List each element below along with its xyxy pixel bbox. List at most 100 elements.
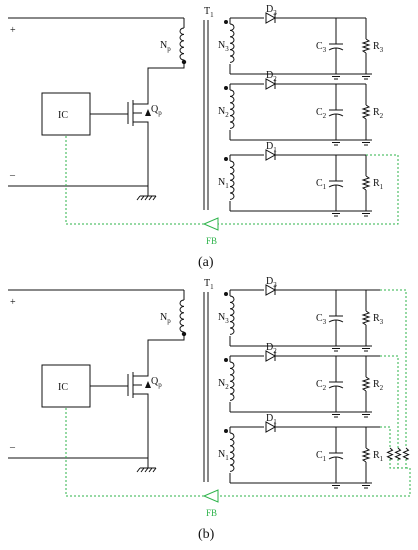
- capacitor-label-3: C3: [316, 313, 327, 326]
- feedback-to-ic-wire: [65, 135, 204, 225]
- capacitor-label-1: C1: [316, 450, 327, 463]
- mosfet-drain: [133, 95, 149, 105]
- secondary-winding-3: [229, 295, 235, 335]
- sense-resistor-zigzag: [402, 447, 410, 460]
- mosfet-arrow: [145, 381, 151, 388]
- resistor-label-1-main: R: [373, 450, 380, 461]
- transformer-label-subscript: 1: [210, 283, 214, 291]
- diode-triangle: [265, 149, 277, 161]
- input-minus-label-main: –: [9, 442, 16, 453]
- diode-triangle: [265, 12, 277, 24]
- diode-label-3-subscript: 3: [273, 281, 277, 289]
- capacitor-ground: [330, 411, 342, 418]
- res-zigzag: [361, 376, 371, 392]
- resistor-label-3: R3: [373, 41, 384, 54]
- capacitor-label-3: C3: [316, 41, 327, 54]
- capacitor-label-3-subscript: 3: [323, 46, 327, 54]
- primary-winding-label-subscript: p: [167, 45, 171, 53]
- diode-label-1-subscript: 1: [273, 146, 277, 154]
- capacitor-label-2-subscript: 2: [323, 384, 327, 392]
- diode-triangle: [265, 350, 277, 362]
- diode-label-1: D1: [266, 413, 277, 426]
- input-plus-label: +: [10, 25, 16, 36]
- switch-mosfet: [127, 95, 151, 140]
- ic-label-main: IC: [58, 110, 68, 121]
- resistor-label-3-main: R: [373, 41, 380, 52]
- capacitor-label-3-main: C: [316, 313, 323, 324]
- secondary-winding-3: [229, 23, 235, 63]
- winding-label-3-main: N: [218, 40, 225, 51]
- winding-label-2-main: N: [218, 106, 225, 117]
- primary-winding-label-main: N: [160, 312, 167, 323]
- feedback-dashed-wire: [218, 467, 411, 497]
- switch-label-subscript: p: [158, 109, 162, 117]
- sense-resistor: [402, 447, 410, 460]
- winding-label-3-main: N: [218, 312, 225, 323]
- panel-caption: (a): [198, 255, 214, 270]
- primary-winding-label: Np: [160, 312, 171, 325]
- diode-label-1-main: D: [266, 141, 273, 152]
- capacitor-label-2: C2: [316, 107, 327, 120]
- winding-label-1: N1: [218, 449, 229, 462]
- resistor-ground: [360, 345, 372, 352]
- res-zigzag: [361, 310, 371, 326]
- diode-label-2: D2: [266, 342, 277, 355]
- winding-label-2-subscript: 2: [225, 383, 229, 391]
- feedback-path: FB: [65, 135, 399, 246]
- diode-label-2-subscript: 2: [273, 347, 277, 355]
- winding-label-3-subscript: 3: [225, 317, 229, 325]
- resistor-label-1-main: R: [373, 178, 380, 189]
- chassis-ground-symbol: [136, 467, 157, 473]
- feedback-label-main: FB: [206, 508, 217, 518]
- secondary-dot: [224, 157, 228, 161]
- transformer-label: T1: [204, 278, 214, 291]
- diode-label-3-main: D: [266, 276, 273, 287]
- resistor-label-2-subscript: 2: [380, 384, 384, 392]
- input-minus-label: –: [9, 442, 16, 453]
- ground-hatch: [148, 195, 153, 201]
- winding-label-1-subscript: 1: [225, 454, 229, 462]
- winding-label-3-subscript: 3: [225, 45, 229, 53]
- feedback-path: FB: [65, 289, 411, 518]
- feedback-label: FB: [206, 236, 217, 246]
- diode-label-1-main: D: [266, 413, 273, 424]
- ground-hatch: [140, 467, 145, 473]
- winding-label-1-main: N: [218, 177, 225, 188]
- capacitor-ground: [330, 139, 342, 146]
- ground-hatch: [136, 195, 141, 201]
- winding-label-2: N2: [218, 106, 229, 119]
- secondary-dot: [224, 20, 228, 24]
- resistor-ground: [360, 210, 372, 217]
- secondary-winding-1: [229, 160, 235, 200]
- capacitor-2: [328, 356, 344, 412]
- capacitor-label-2-main: C: [316, 107, 323, 118]
- ground-hatch: [136, 467, 141, 473]
- secondary-winding-1: [229, 432, 235, 472]
- diode-label-1: D1: [266, 141, 277, 154]
- diode-label-3: D3: [266, 4, 277, 17]
- resistor-label-1-subscript: 1: [380, 183, 384, 191]
- feedback-label: FB: [206, 508, 217, 518]
- resistor-ground: [360, 73, 372, 80]
- primary-winding-label-subscript: p: [167, 317, 171, 325]
- diode-triangle: [265, 78, 277, 90]
- capacitor-label-2: C2: [316, 379, 327, 392]
- winding-label-2-subscript: 2: [225, 111, 229, 119]
- secondary-dot: [224, 86, 228, 90]
- feedback-dashed-wire: [218, 154, 399, 225]
- capacitor-label-2-main: C: [316, 379, 323, 390]
- secondary-dot: [224, 358, 228, 362]
- capacitor-ground: [330, 482, 342, 489]
- resistor-label-3: R3: [373, 313, 384, 326]
- resistor-label-2-main: R: [373, 107, 380, 118]
- winding-label-2: N2: [218, 378, 229, 391]
- switch-label-main: Q: [151, 104, 159, 115]
- transformer-label-subscript: 1: [210, 11, 214, 19]
- resistor-label-3-subscript: 3: [380, 318, 384, 326]
